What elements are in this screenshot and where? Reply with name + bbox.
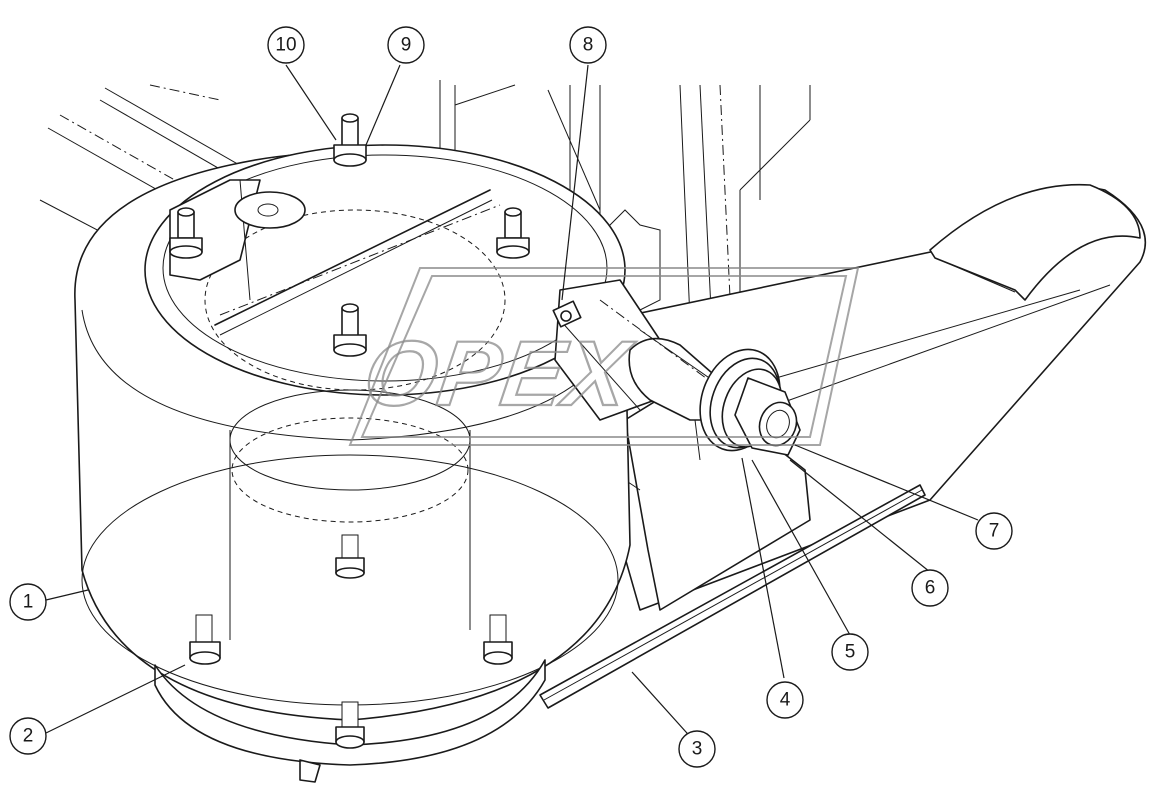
stud-top-back: [333, 113, 367, 167]
base-plate: [154, 659, 546, 783]
callout-6: 6: [911, 569, 949, 607]
castle-nut: [734, 377, 801, 456]
callout-3-label: 3: [692, 739, 703, 760]
top-studs: [169, 113, 530, 357]
callout-8: 8: [569, 26, 607, 64]
callout-3: 3: [678, 730, 716, 768]
stud-top-right: [496, 207, 530, 259]
callout-2: 2: [9, 717, 47, 755]
callout-7: 7: [975, 512, 1013, 550]
leader-lines: [45, 64, 979, 743]
callout-1: 1: [9, 583, 47, 621]
stud-bottom-back: [335, 534, 365, 579]
callout-2-label: 2: [23, 726, 34, 747]
stud-bottom-front: [335, 701, 365, 749]
callout-4: 4: [766, 681, 804, 719]
bottom-studs: [189, 534, 513, 749]
callout-5: 5: [831, 633, 869, 671]
callout-9-label: 9: [401, 35, 412, 56]
callout-4-label: 4: [780, 690, 791, 711]
pivot-assembly: [552, 279, 801, 456]
air-spring-body: [74, 144, 631, 721]
callout-8-label: 8: [583, 35, 594, 56]
stud-bottom-left: [189, 614, 221, 665]
watermark-text: OPEX: [358, 321, 639, 424]
bottom-bar: [539, 484, 926, 709]
grease-nipple: [552, 300, 582, 328]
callout-1-label: 1: [23, 592, 34, 613]
callout-10: 10: [267, 26, 305, 64]
callouts: 1 2 3 4 5 6 7 8: [9, 26, 1013, 768]
callout-9: 9: [387, 26, 425, 64]
watermark: OPEX: [348, 267, 860, 446]
callout-10-label: 10: [275, 35, 296, 56]
callout-5-label: 5: [845, 642, 856, 663]
callout-7-label: 7: [989, 521, 1000, 542]
stud-top-front: [333, 303, 367, 357]
stud-bottom-right: [483, 614, 513, 665]
stud-top-left: [169, 207, 203, 259]
callout-6-label: 6: [925, 578, 936, 599]
